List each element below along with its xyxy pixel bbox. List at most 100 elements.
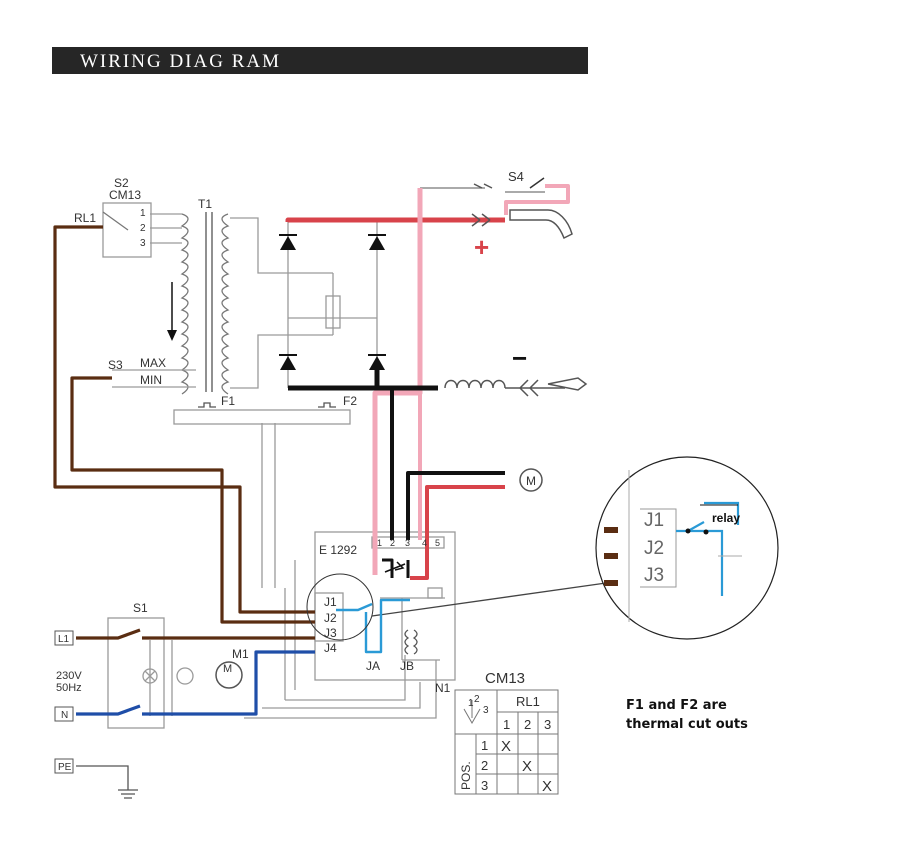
diode-icon xyxy=(369,356,385,370)
s4-label: S4 xyxy=(508,169,524,184)
s2-pos-1: 1 xyxy=(140,208,146,219)
torch-icon xyxy=(509,209,573,240)
j3-label: J3 xyxy=(324,626,337,640)
ja-label: JA xyxy=(366,659,380,673)
red-motor-wire xyxy=(410,485,505,580)
table-title: CM13 xyxy=(485,670,525,687)
table-corner-1: 1 xyxy=(468,698,474,709)
table-rl1: RL1 xyxy=(516,694,540,709)
s2-label: S2 xyxy=(114,176,129,190)
voltage-label: 230V xyxy=(56,670,82,682)
diagram-title: WIRING DIAG RAM xyxy=(80,51,281,72)
brown-wire-s3 xyxy=(70,376,315,624)
s2-pos-2: 2 xyxy=(140,223,146,234)
earth-clamp-icon xyxy=(505,377,588,397)
zoom-j2-label: J2 xyxy=(644,538,664,559)
pe-terminal-box xyxy=(54,758,74,774)
zoom-j3-label: J3 xyxy=(644,565,664,586)
motor-label: M xyxy=(526,474,536,488)
m1-label: M1 xyxy=(232,647,249,661)
j4-label: J4 xyxy=(324,641,337,655)
black-motor-wire xyxy=(390,388,505,540)
j2-label: J2 xyxy=(324,611,337,625)
n1-label: N1 xyxy=(435,681,451,695)
fan-motor-m: M xyxy=(223,663,232,675)
table-mark-1-1: X xyxy=(501,738,511,755)
inductor-icon xyxy=(444,379,506,389)
rectifier-diodes xyxy=(167,234,386,370)
thermal-cutout-note: F1 and F2 are thermal cut outs xyxy=(626,696,748,734)
table-pos-label: POS. xyxy=(459,761,473,790)
torch-connector-icon xyxy=(471,213,491,227)
l1-terminal: L1 xyxy=(58,634,70,645)
n-terminal-box xyxy=(54,706,74,722)
thermal-cutouts xyxy=(173,409,351,425)
lamp-icon xyxy=(142,668,158,684)
table-row-1: 1 xyxy=(481,738,488,753)
zoom-detail xyxy=(306,456,779,641)
minus-label: − xyxy=(512,343,527,373)
note-line-1: F1 and F2 are xyxy=(626,698,727,713)
s3-label: S3 xyxy=(108,358,123,372)
table-col-1: 1 xyxy=(503,717,510,732)
thermostat-icon xyxy=(176,667,194,685)
table-col-3: 3 xyxy=(544,717,551,732)
brown-wire-l1 xyxy=(76,628,315,640)
s2-switch-box xyxy=(102,202,152,258)
table-row-3: 3 xyxy=(481,778,488,793)
jb-label: JB xyxy=(400,659,414,673)
relay-coil xyxy=(427,587,443,599)
cm13-table-text: CM13 RL1 1 2 3 1 2 3 1 2 3 X X X POS. xyxy=(459,670,552,795)
j1-label: J1 xyxy=(324,595,337,609)
zoom-j1-label: J1 xyxy=(644,510,664,531)
t1-label: T1 xyxy=(198,197,212,211)
pink-torch-trigger xyxy=(504,184,570,215)
diagram-labels: S2 CM13 RL1 1 2 3 T1 S3 MAX MIN F1 F2 S4… xyxy=(56,169,740,773)
terminal-5: 5 xyxy=(435,538,440,548)
arrow-down-icon xyxy=(167,330,177,341)
note-line-2: thermal cut outs xyxy=(626,717,748,732)
diode-icon xyxy=(280,356,296,370)
light-blue-wire xyxy=(336,598,410,654)
motor-icon xyxy=(519,468,543,492)
f1-label: F1 xyxy=(221,394,235,408)
red-positive-wire xyxy=(285,217,505,223)
f2-label: F2 xyxy=(343,394,357,408)
mains-terminals xyxy=(54,630,74,774)
title-bar: WIRING DIAG RAM xyxy=(52,47,588,74)
table-corner-2: 2 xyxy=(474,694,480,705)
terminal-1: 1 xyxy=(377,538,382,548)
s3-min-label: MIN xyxy=(140,373,162,387)
l1-terminal-box xyxy=(54,630,74,646)
table-mark-3-3: X xyxy=(542,778,552,795)
diode-icon xyxy=(369,236,385,250)
terminal-2: 2 xyxy=(390,538,395,548)
n-terminal: N xyxy=(61,710,68,721)
diode-icon xyxy=(280,236,296,250)
s3-max-label: MAX xyxy=(140,356,166,370)
cm13-label: CM13 xyxy=(109,188,141,202)
table-mark-2-2: X xyxy=(522,758,532,775)
terminal-3: 3 xyxy=(405,538,410,548)
cm13-table xyxy=(454,689,559,795)
table-row-2: 2 xyxy=(481,758,488,773)
fan-motor-icon xyxy=(215,661,243,689)
table-col-2: 2 xyxy=(524,717,531,732)
s1-label: S1 xyxy=(133,601,148,615)
relay-label: relay xyxy=(712,511,740,525)
black-negative-wire xyxy=(288,370,438,391)
pe-terminal: PE xyxy=(58,762,72,773)
thick-wires xyxy=(53,184,570,716)
varistor xyxy=(325,295,341,329)
s1-switch-box xyxy=(107,617,165,729)
output-components xyxy=(215,177,588,689)
plus-label: + xyxy=(474,232,489,262)
zoom-leader-line xyxy=(371,582,607,617)
terminal-4: 4 xyxy=(422,538,427,548)
board-label: E 1292 xyxy=(319,543,357,557)
frequency-label: 50Hz xyxy=(56,682,82,694)
s2-pos-3: 3 xyxy=(140,238,146,249)
brown-wire-rl1 xyxy=(53,225,315,614)
rl1-label: RL1 xyxy=(74,211,96,225)
